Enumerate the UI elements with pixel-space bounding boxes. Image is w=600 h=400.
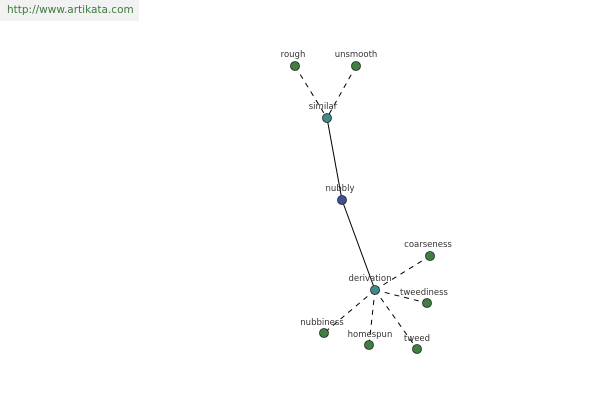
node-label-homespun[interactable]: homespun [348,330,393,340]
node-nubbly[interactable] [337,195,347,205]
node-nubbiness[interactable] [319,328,329,338]
node-derivation[interactable] [370,285,380,295]
labels-layer: rough unsmooth similar nubbly derivation coar… [281,50,453,344]
node-label-nubbiness[interactable]: nubbiness [300,318,344,328]
edges-layer [294,65,431,350]
node-label-nubbly[interactable]: nubbly [326,184,355,194]
node-label-unsmooth[interactable]: unsmooth [335,50,378,60]
node-unsmooth[interactable] [351,61,361,71]
node-homespun[interactable] [364,340,374,350]
node-label-similar[interactable]: similar [309,102,338,112]
node-label-tweed[interactable]: tweed [404,334,430,344]
edge-rough-similar [294,65,328,119]
node-label-tweediness[interactable]: tweediness [400,288,449,298]
node-label-coarseness[interactable]: coarseness [404,240,452,250]
edge-derivation-nubbiness [323,289,376,334]
node-label-rough[interactable]: rough [281,50,306,60]
node-coarseness[interactable] [425,251,435,261]
node-label-derivation[interactable]: derivation [348,274,391,284]
source-url-banner[interactable]: http://www.artikata.com [0,0,139,21]
nodes-layer [290,61,435,354]
edge-derivation-tweediness [374,289,428,304]
node-rough[interactable] [290,61,300,71]
edge-nubbly-derivation [341,199,376,291]
edge-derivation-tweed [374,289,418,350]
edge-derivation-coarseness [374,255,431,291]
node-tweed[interactable] [412,344,422,354]
edge-similar-nubbly [326,117,343,201]
node-tweediness[interactable] [422,298,432,308]
node-similar[interactable] [322,113,332,123]
